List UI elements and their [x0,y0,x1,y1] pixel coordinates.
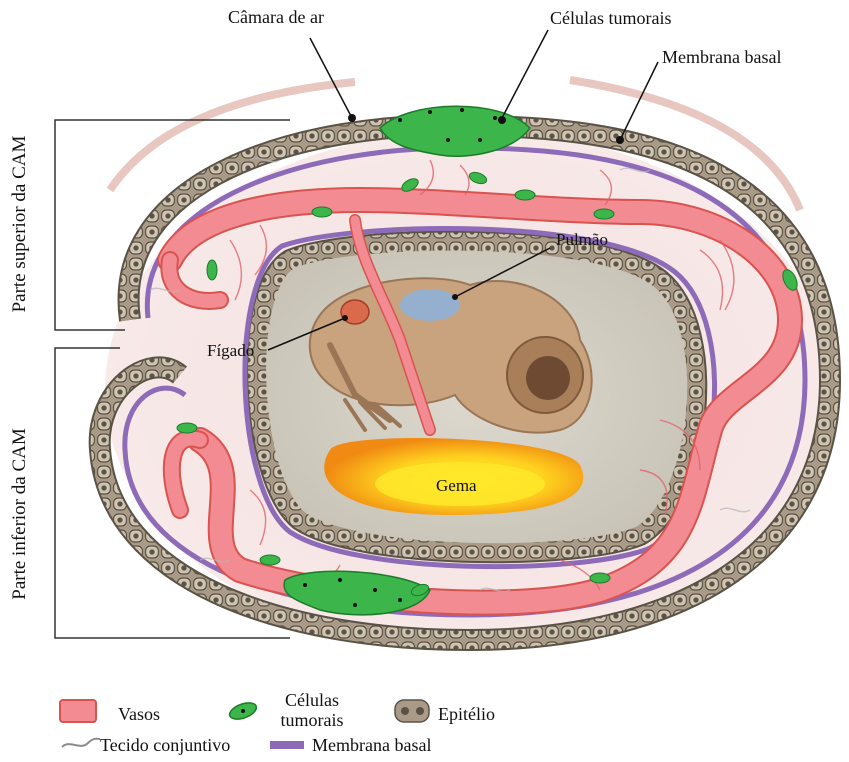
lung-organ [400,289,460,321]
legend-membrane-swatch [270,741,304,749]
label-lower-cam: Parte inferior da CAM [9,414,31,614]
label-liver: Fígado [207,341,254,361]
legend-label-connective-tissue: Tecido conjuntivo [100,735,230,755]
label-lung: Pulmão [556,230,608,250]
label-basement-membrane: Membrana basal [662,47,781,68]
label-upper-cam: Parte superior da CAM [9,124,31,324]
legend-label-basement-membrane: Membrana basal [312,735,431,755]
label-tumor-cells: Células tumorais [550,8,671,29]
legend-vessel-swatch [60,700,96,722]
legend-label-tumor-cells: Células tumorais [272,690,352,730]
legend-label-tumor-line1: Células [272,690,352,710]
legend-label-epithelium: Epitélio [438,704,495,724]
legend-label-vessels: Vasos [118,704,160,724]
label-air-chamber: Câmara de ar [228,7,324,28]
legend-tissue-swatch [62,739,100,747]
label-yolk: Gema [436,476,477,496]
legend-label-tumor-line2: tumorais [272,710,352,730]
